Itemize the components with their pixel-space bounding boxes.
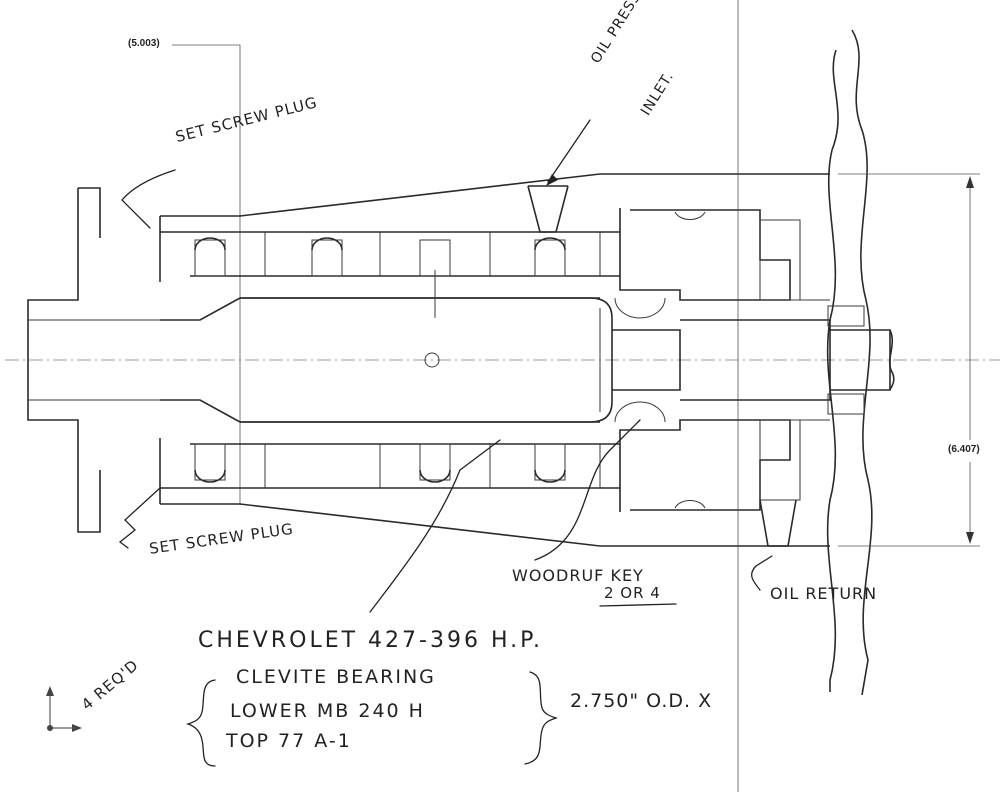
oil-inlet-port [434,185,569,318]
oil-return-port [759,499,797,547]
bearing-lower-note: LOWER MB 240 H [230,700,425,722]
oil-return-note: OIL RETURN [770,584,878,603]
height-dimension [838,173,980,547]
oil-inlet-underline [599,603,677,607]
bearing-brace-left [185,679,216,767]
bearing-top-note: TOP 77 A-1 [226,730,352,752]
leader-set-screw-bottom [118,487,161,549]
engine-note: CHEVROLET 427-396 H.P. [198,628,543,653]
inner-bore [240,297,613,423]
top-oil-passage [160,231,620,277]
woodruff-key-count-note: 2 OR 4 [604,584,661,602]
leader-woodruff-key [534,419,641,561]
leader-oil-return [750,555,773,591]
axis-triad-icon [46,686,82,732]
center-hole [424,352,440,368]
woodruff-key-note: WOODRUF KEY [512,566,644,585]
height-reference-dimension: (6.407) [948,444,980,455]
leader-set-screw-top [121,169,176,229]
leader-center-bearing [369,439,501,613]
left-dimension-line [172,44,241,505]
outer-diameter-note: 2.750" O.D. X [570,690,713,712]
bearing-brace-right [524,671,559,765]
leader-oil-inlet [547,119,591,183]
hub-assembly [612,208,895,512]
tapered-shell [159,173,830,547]
break-line-right [851,29,873,696]
left-reference-dimension: (5.003) [128,38,160,49]
bearing-title-note: CLEVITE BEARING [236,666,436,688]
break-line-left [826,49,839,692]
bottom-oil-passage [160,443,620,489]
